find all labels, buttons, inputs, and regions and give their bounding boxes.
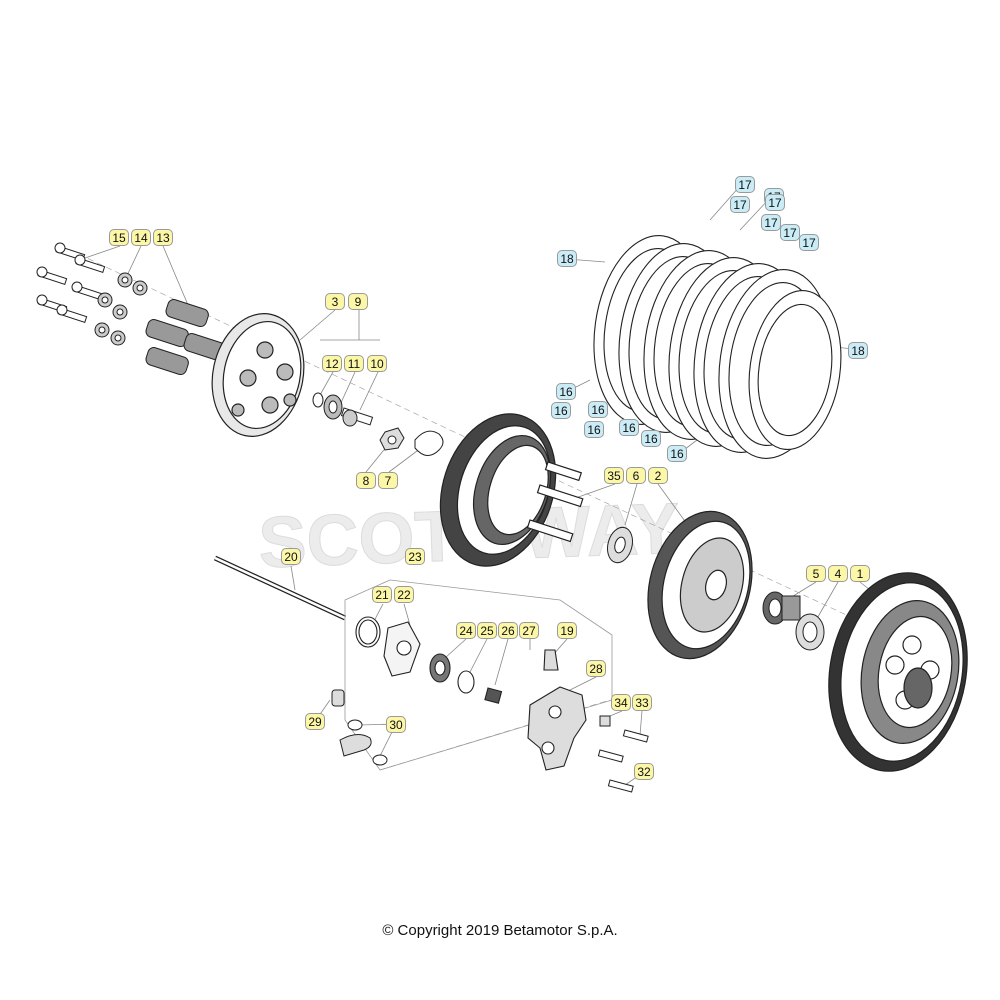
callout-12[interactable]: 12 — [322, 355, 342, 372]
callout-16-c[interactable]: 16 — [588, 401, 608, 418]
bolts-springs-group — [36, 242, 227, 376]
callout-17-e[interactable]: 17 — [761, 214, 781, 231]
nut-washer — [379, 427, 444, 456]
springs — [145, 299, 227, 376]
callout-25[interactable]: 25 — [477, 622, 497, 639]
callout-26[interactable]: 26 — [498, 622, 518, 639]
callout-22[interactable]: 22 — [394, 586, 414, 603]
bolt-2 — [36, 266, 68, 285]
clutch-drum — [647, 510, 753, 660]
callout-8[interactable]: 8 — [356, 472, 376, 489]
callout-9[interactable]: 9 — [348, 293, 368, 310]
callout-34[interactable]: 34 — [611, 694, 631, 711]
callout-4[interactable]: 4 — [828, 565, 848, 582]
callout-10[interactable]: 10 — [367, 355, 387, 372]
callout-28[interactable]: 28 — [586, 660, 606, 677]
banjo-bolts — [331, 689, 649, 793]
callout-29[interactable]: 29 — [305, 713, 325, 730]
callout-16-e[interactable]: 16 — [619, 419, 639, 436]
bolt-3 — [71, 281, 103, 300]
bearing-pin-group — [312, 392, 374, 427]
callout-35[interactable]: 35 — [604, 467, 624, 484]
callout-18-b[interactable]: 18 — [848, 342, 868, 359]
slave-parts — [355, 616, 559, 704]
copyright-text: © Copyright 2019 Betamotor S.p.A. — [382, 922, 618, 939]
callout-1[interactable]: 1 — [850, 565, 870, 582]
callout-20[interactable]: 20 — [281, 548, 301, 565]
pressure-plate — [211, 313, 305, 437]
callout-17-f[interactable]: 17 — [780, 224, 800, 241]
callout-17-a[interactable]: 17 — [735, 176, 755, 193]
callout-5[interactable]: 5 — [806, 565, 826, 582]
callout-19[interactable]: 19 — [557, 622, 577, 639]
callout-6[interactable]: 6 — [626, 467, 646, 484]
primary-gear-housing — [828, 572, 968, 772]
callout-16-a[interactable]: 16 — [556, 383, 576, 400]
callout-17-d[interactable]: 17 — [765, 194, 785, 211]
callout-11[interactable]: 11 — [344, 355, 364, 372]
plate-stack — [593, 235, 842, 459]
callout-21[interactable]: 21 — [372, 586, 392, 603]
callout-17-c[interactable]: 17 — [730, 196, 750, 213]
callout-23[interactable]: 23 — [405, 548, 425, 565]
callout-17-g[interactable]: 17 — [799, 234, 819, 251]
needle-bearing — [762, 591, 825, 651]
push-rod — [213, 555, 347, 621]
slave-cylinder-body — [527, 686, 587, 771]
callout-16-b[interactable]: 16 — [551, 402, 571, 419]
callout-30[interactable]: 30 — [386, 716, 406, 733]
callout-16-f[interactable]: 16 — [641, 430, 661, 447]
callout-7[interactable]: 7 — [378, 472, 398, 489]
callout-33[interactable]: 33 — [632, 694, 652, 711]
callout-24[interactable]: 24 — [456, 622, 476, 639]
callout-27[interactable]: 27 — [519, 622, 539, 639]
callout-16-g[interactable]: 16 — [667, 445, 687, 462]
callout-18-a[interactable]: 18 — [557, 250, 577, 267]
callout-32[interactable]: 32 — [634, 763, 654, 780]
thrust-washer — [607, 526, 633, 564]
callout-14[interactable]: 14 — [131, 229, 151, 246]
clutch-hub — [439, 413, 584, 567]
callout-2[interactable]: 2 — [648, 467, 668, 484]
callout-16-d[interactable]: 16 — [584, 421, 604, 438]
callout-3[interactable]: 3 — [325, 293, 345, 310]
callout-13[interactable]: 13 — [153, 229, 173, 246]
washer-set — [94, 272, 148, 346]
bolt-6 — [56, 304, 88, 323]
bolt-5 — [74, 254, 106, 273]
callout-15[interactable]: 15 — [109, 229, 129, 246]
